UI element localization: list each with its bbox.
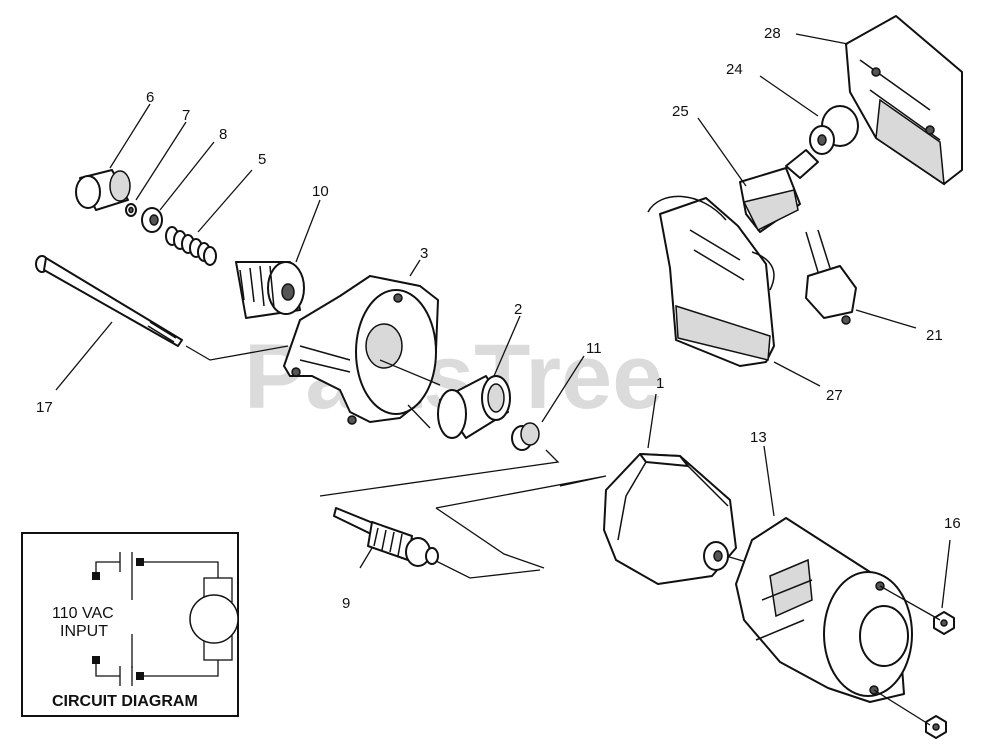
circuit-wiring — [92, 552, 239, 686]
callout-11: 11 — [586, 340, 602, 357]
part-24-grommet[interactable] — [809, 105, 859, 155]
part-9-pinion-shaft[interactable] — [333, 507, 439, 567]
part-25-switch[interactable] — [739, 149, 819, 233]
guide-nut-upper — [879, 585, 941, 621]
part-28-cover[interactable] — [845, 15, 963, 186]
callout-3: 3 — [420, 245, 428, 262]
part-2-sleeve[interactable] — [437, 375, 511, 439]
callout-5: 5 — [258, 151, 266, 168]
part-13-motor[interactable] — [735, 517, 913, 703]
circuit-diagram-frame — [21, 532, 239, 717]
part-16-nut-upper[interactable] — [933, 611, 955, 635]
part-8-spacer[interactable] — [141, 207, 163, 233]
part-27-switch-box[interactable] — [647, 195, 775, 367]
callout-9: 9 — [342, 595, 350, 612]
part-7-washer[interactable] — [125, 203, 137, 217]
motor-symbol-icon — [189, 594, 239, 644]
callout-13: 13 — [750, 429, 767, 446]
callout-6: 6 — [146, 89, 154, 106]
callout-17: 17 — [36, 399, 53, 416]
callout-21: 21 — [926, 327, 943, 344]
part-16-nut-lower[interactable] — [925, 715, 947, 739]
callout-1: 1 — [656, 375, 664, 392]
circuit-diagram: 110 VAC INPUT CIRCUIT DIAGRAM — [21, 532, 239, 717]
part-5-spring[interactable] — [165, 226, 217, 266]
circuit-input-line1: 110 VAC — [52, 605, 114, 622]
part-11-bushing[interactable] — [511, 422, 540, 451]
callout-27: 27 — [826, 387, 843, 404]
callout-leaders — [55, 33, 951, 609]
callout-labels: 6 7 8 5 10 3 2 11 17 1 13 16 9 21 27 25 … — [36, 25, 961, 612]
part-21-plug[interactable] — [805, 229, 857, 325]
part-10-clutch-gear[interactable] — [235, 261, 305, 319]
callout-28: 28 — [764, 25, 781, 42]
assembly-guide-lines — [185, 345, 761, 579]
callout-2: 2 — [514, 301, 522, 318]
part-3-housing[interactable] — [283, 275, 439, 425]
callout-24: 24 — [726, 61, 743, 78]
callout-8: 8 — [219, 126, 227, 143]
guide-nut-lower — [873, 689, 931, 726]
callout-7: 7 — [182, 107, 190, 124]
circuit-input-line2: INPUT — [60, 623, 108, 640]
part-17-through-bolt[interactable] — [35, 255, 183, 347]
callout-10: 10 — [312, 183, 329, 200]
callout-16: 16 — [944, 515, 961, 532]
part-1-end-cap[interactable] — [603, 453, 737, 585]
circuit-diagram-title: CIRCUIT DIAGRAM — [52, 693, 198, 710]
part-6-cap[interactable] — [75, 169, 131, 211]
callout-25: 25 — [672, 103, 689, 120]
